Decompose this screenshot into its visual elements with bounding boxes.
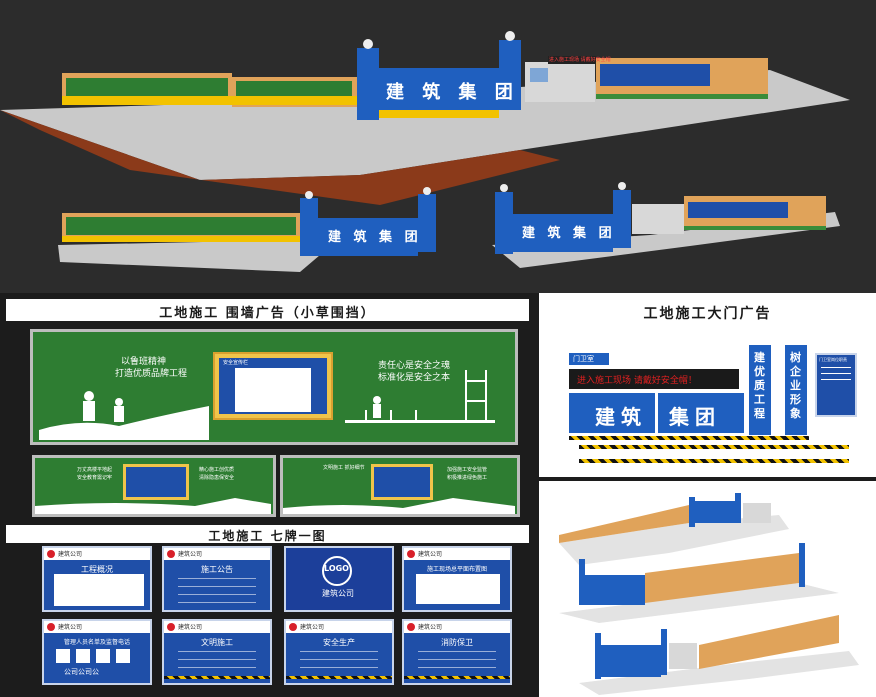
small-right-2: 加强施工安全监管: [447, 467, 488, 473]
board-card-logo: LOGO 建筑公司: [284, 546, 394, 612]
logo-company: 建筑公司: [322, 589, 354, 598]
card-company: 建筑公司: [58, 624, 83, 631]
card-title-overview: 工程概况: [81, 565, 113, 574]
grass-board-small-right: 文明施工 抓好细节 加强施工安全监管 积极推进绿色施工: [280, 455, 520, 517]
center-card-title: 安全宣传栏: [223, 360, 249, 366]
panel-divider: [539, 477, 876, 481]
card-title-managers: 管理人员名单及监督电话: [63, 639, 130, 646]
card-title-civilized: 文明施工: [201, 638, 233, 647]
upper-main-sign: 建 筑 集 团: [386, 82, 519, 103]
crane-silhouette: [283, 498, 515, 514]
card-company: 建筑公司: [300, 624, 325, 631]
fence-title-bar: 工地施工 围墙广告（小草围挡）: [6, 299, 529, 321]
lower-right-main-sign: 建 筑 集 团: [522, 226, 616, 241]
gate-panel: 工地施工大门广告 门卫室 进入施工现场 请戴好安全帽！ 建筑 集团 建优质工程 …: [535, 293, 876, 697]
guard-label-box: 门卫室: [569, 353, 609, 365]
fence-panel: 工地施工 围墙广告（小草围挡） 以鲁班精神 打造优质品牌工程 安全宣传栏 责任心…: [0, 293, 535, 697]
gate-sign-right: 集团: [669, 405, 721, 429]
small-mid-2: 清除隐患保安全: [199, 475, 235, 481]
hazard-strip-main: [569, 436, 809, 440]
guard-notice-title: 门卫室岗位职责: [819, 357, 847, 362]
gate-sign-left: 建筑: [595, 405, 647, 429]
board-card-overview: 建筑公司 工程概况: [42, 546, 152, 612]
gate-main-sign: 建筑 集团: [569, 393, 744, 433]
board-card-siteplan: 建筑公司 施工现场总平面布置图: [402, 546, 512, 612]
warning-strip: 进入施工现场 请戴好安全帽！: [569, 369, 739, 389]
small-mid-1: 精心施工创优质: [199, 467, 235, 473]
grass-board-small-left: 万丈高楼平地起 安全教育需记牢 精心施工创优质 清除隐患保安全: [32, 455, 276, 517]
upper-slogan-strip: 进入施工现场 请戴好安全帽: [549, 57, 611, 63]
card-title-fire: 消防保卫: [441, 638, 473, 647]
board-card-safety: 建筑公司 安全生产: [284, 619, 394, 685]
center-info-card: 安全宣传栏: [213, 352, 333, 420]
top-scene: 建 筑 集 团 建 筑 集 团 建 筑 集 团 进入施工现场 请戴好安全帽: [0, 0, 876, 293]
card-title-notice: 施工公告: [201, 565, 233, 574]
hazard-strip-bottom: [579, 459, 849, 463]
card-company: 建筑公司: [178, 551, 203, 558]
card-tail-text: 公司公司公: [64, 668, 99, 676]
logo-circle: [322, 556, 352, 586]
gate-title: 工地施工大门广告: [643, 306, 772, 322]
slogan-right-2: 标准化是安全之本: [378, 373, 451, 383]
card-company: 建筑公司: [418, 551, 443, 558]
scene-render: [0, 31, 850, 272]
board-card-fire: 建筑公司 消防保卫: [402, 619, 512, 685]
guard-label: 门卫室: [573, 355, 594, 363]
board-card-notice: 建筑公司 施工公告: [162, 546, 272, 612]
hazard-strip-long: [579, 445, 849, 449]
card-company: 建筑公司: [418, 624, 443, 631]
pillar-right: 树企业形象: [785, 345, 807, 435]
card-title-safety: 安全生产: [323, 638, 355, 647]
card-title-siteplan: 施工现场总平面布置图: [426, 566, 487, 573]
excavator-silhouette: [35, 498, 271, 514]
pillar-left-text: 建优质工程: [754, 351, 765, 420]
seven-boards-title-bar: 工地施工 七牌一图: [6, 525, 529, 543]
fence-title: 工地施工 围墙广告（小草围挡）: [159, 306, 376, 321]
grass-board-large: 以鲁班精神 打造优质品牌工程 安全宣传栏 责任心是安全之魂 标准化是安全之本: [30, 329, 518, 445]
slogan-right-1: 责任心是安全之魂: [378, 361, 451, 371]
board-card-civilized: 建筑公司 文明施工: [162, 619, 272, 685]
pillar-left: 建优质工程: [749, 345, 771, 435]
board-card-managers: 建筑公司 管理人员名单及监督电话 公司公司公: [42, 619, 152, 685]
slogan-left-1: 以鲁班精神: [121, 357, 167, 367]
slogan-left-2: 打造优质品牌工程: [115, 369, 188, 379]
gate-3d-views: [559, 493, 859, 695]
small-right-1: 文明施工 抓好细节: [323, 465, 365, 471]
small-left-1: 万丈高楼平地起: [77, 467, 113, 473]
small-right-3: 积极推进绿色施工: [447, 475, 488, 481]
worker-silhouettes: [39, 391, 209, 440]
logo-text: LOGO: [324, 564, 349, 573]
card-company: 建筑公司: [178, 624, 203, 631]
seven-boards-title: 工地施工 七牌一图: [208, 529, 327, 543]
pillar-right-text: 树企业形象: [790, 351, 801, 420]
scaffold-silhouette: [345, 370, 495, 423]
small-left-2: 安全教育需记牢: [77, 475, 113, 481]
lower-left-main-sign: 建 筑 集 团: [328, 230, 422, 245]
warning-strip-text: 进入施工现场 请戴好安全帽！: [577, 376, 697, 386]
card-company: 建筑公司: [58, 551, 83, 558]
guard-notice-board: 门卫室岗位职责: [815, 353, 857, 417]
